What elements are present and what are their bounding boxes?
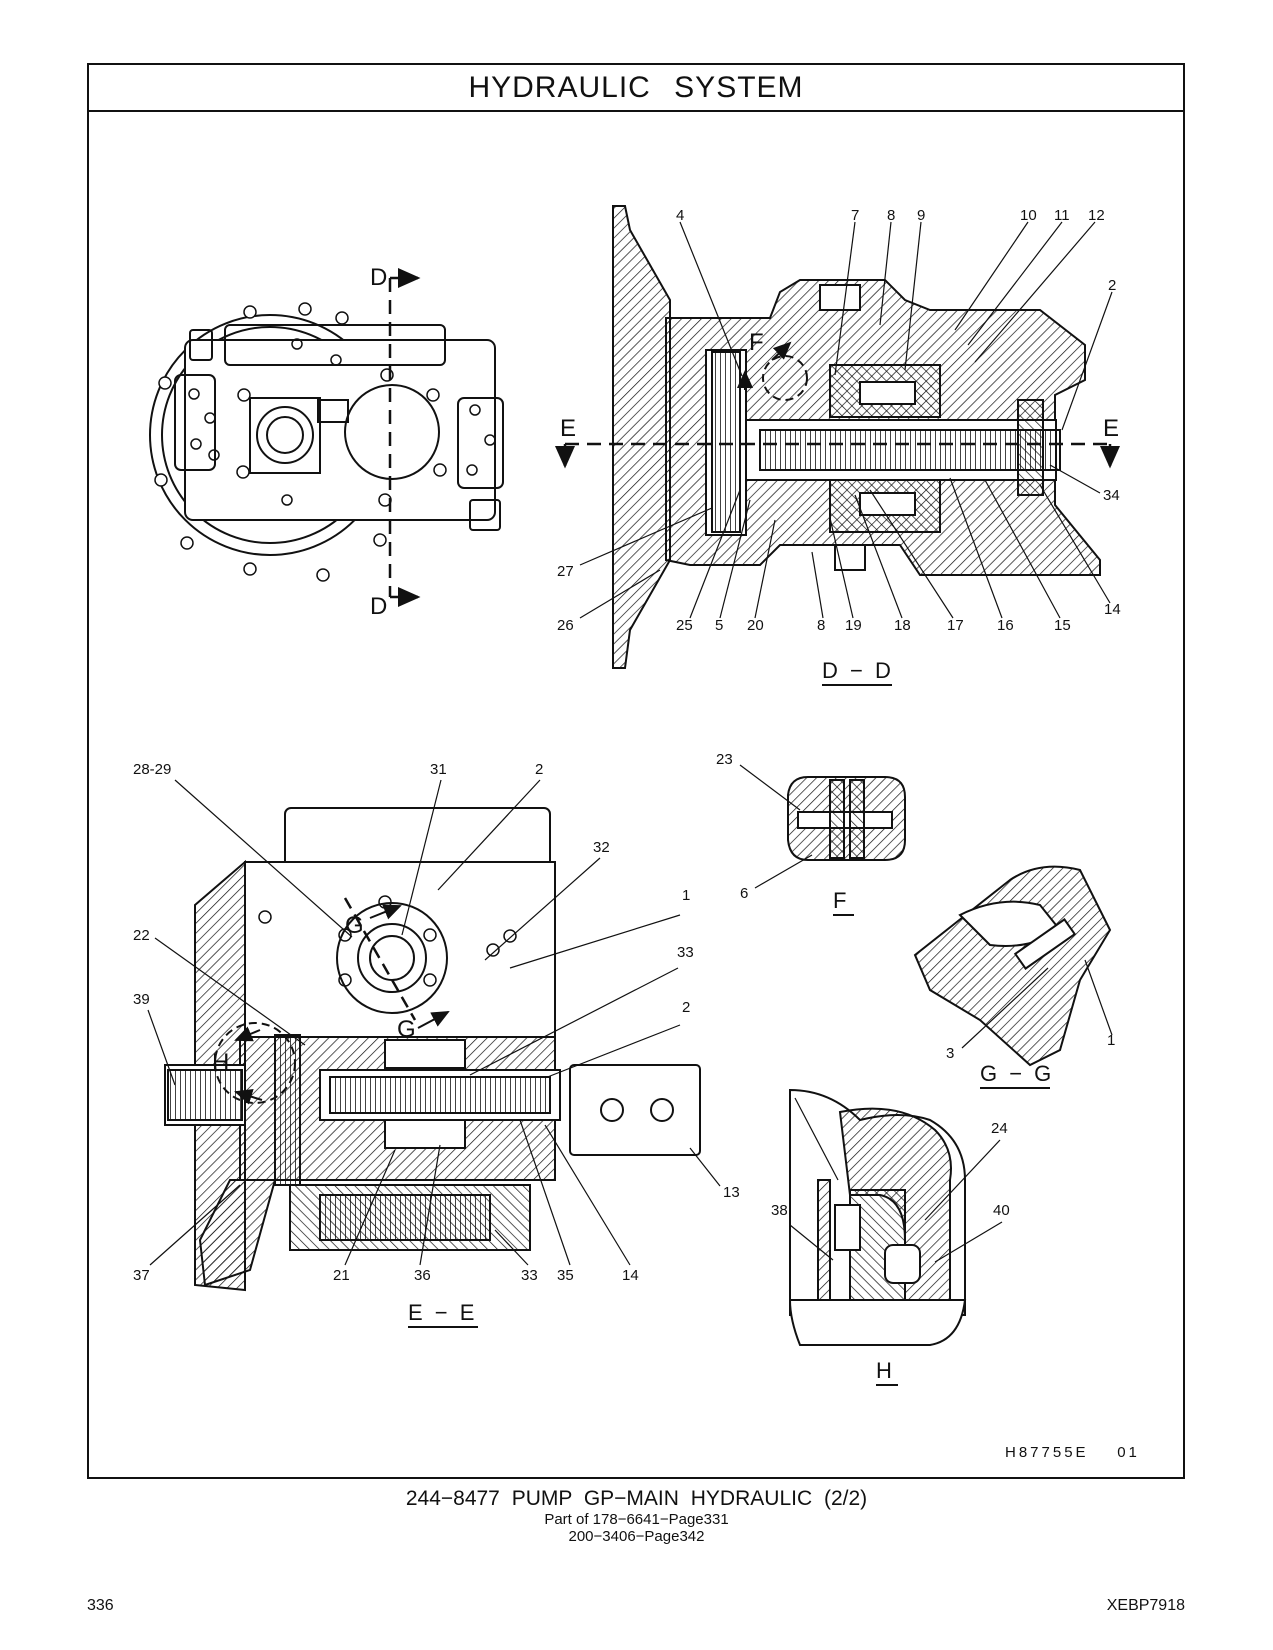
callout-1-gg: 1	[1107, 1032, 1115, 1049]
callout-34: 35	[557, 1267, 574, 1284]
callout-7: 7	[851, 207, 859, 224]
caption-sub-1: Part of 178−6641−Page331	[544, 1511, 729, 1528]
callout-22: 22	[133, 927, 150, 944]
drawing-frame: HYDRAULIC SYSTEM	[87, 63, 1185, 1479]
caption-main: 244−8477 PUMP GP−MAIN HYDRAULIC (2/2)	[405, 1487, 868, 1510]
section-letter-e-right: E	[1103, 415, 1119, 442]
section-ee-view	[147, 779, 721, 1292]
section-letter-g-top: G	[345, 912, 364, 939]
view-title-h: H	[876, 1358, 892, 1383]
callout-20: 20	[747, 617, 764, 634]
callout-14-ee: 14	[622, 1267, 639, 1284]
section-letter-g-bottom: G	[397, 1016, 416, 1043]
callout-8-bottom: 8	[817, 617, 825, 634]
callout-8-top: 8	[887, 207, 895, 224]
document-code: XEBP7918	[1106, 1597, 1185, 1614]
callout-16: 16	[997, 617, 1014, 634]
callout-12: 12	[1088, 207, 1105, 224]
callout-10: 10	[1020, 207, 1037, 224]
callout-32-top: 33	[677, 944, 694, 961]
callout-21: 21	[333, 1267, 350, 1284]
callout-2-ee: 2	[682, 999, 690, 1016]
view-title-gg: G − G	[980, 1061, 1051, 1086]
callout-1-ee: 1	[682, 887, 690, 904]
callout-2-dd: 2	[1108, 277, 1116, 294]
callout-26: 26	[557, 617, 574, 634]
callout-6: 6	[740, 885, 748, 902]
section-letter-d-bottom: D	[370, 593, 387, 620]
callout-19: 19	[845, 617, 862, 634]
callout-28-29: 28-29	[133, 761, 171, 778]
callout-3: 3	[946, 1045, 954, 1062]
section-dd-view	[555, 205, 1120, 669]
view-title-dd: D − D	[822, 658, 891, 683]
callout-13: 13	[723, 1184, 740, 1201]
callout-24: 24	[991, 1120, 1008, 1137]
section-letter-d-top: D	[370, 264, 387, 291]
detail-h-view	[788, 1088, 1003, 1346]
view-title-f: F	[833, 888, 846, 913]
section-letter-h: H	[212, 1049, 229, 1076]
callout-5: 5	[715, 617, 723, 634]
page-title: HYDRAULIC SYSTEM	[89, 65, 1183, 112]
section-letter-f: F	[749, 329, 764, 356]
view-title-ee: E − E	[408, 1300, 474, 1325]
callout-38: 39	[133, 991, 150, 1008]
callout-15: 15	[1054, 617, 1071, 634]
page-number: 336	[87, 1597, 114, 1614]
drawing-code: H87755E 01	[1005, 1444, 1140, 1461]
caption-sub-2: 200−3406−Page342	[568, 1528, 705, 1545]
callout-23: 23	[716, 751, 733, 768]
callout-36: 37	[133, 1267, 150, 1284]
section-letter-e-left: E	[560, 415, 576, 442]
callout-37: 38	[771, 1202, 788, 1219]
callout-9: 9	[917, 207, 925, 224]
callout-14-dd: 14	[1104, 601, 1121, 618]
callout-25: 25	[676, 617, 693, 634]
callout-11: 11	[1054, 207, 1070, 224]
callout-31: 32	[593, 839, 610, 856]
callout-4: 4	[676, 207, 684, 224]
callout-33: 34	[1103, 487, 1120, 504]
detail-f-view	[739, 764, 906, 889]
callout-30: 31	[430, 761, 447, 778]
section-gg-view	[913, 865, 1113, 1067]
pump-top-view	[149, 268, 504, 607]
callout-27: 27	[557, 563, 574, 580]
callout-35: 36	[414, 1267, 431, 1284]
callout-2-ee-top: 2	[535, 761, 543, 778]
callout-32-bottom: 33	[521, 1267, 538, 1284]
callout-39: 40	[993, 1202, 1010, 1219]
callout-18: 18	[894, 617, 911, 634]
callout-17: 17	[947, 617, 964, 634]
